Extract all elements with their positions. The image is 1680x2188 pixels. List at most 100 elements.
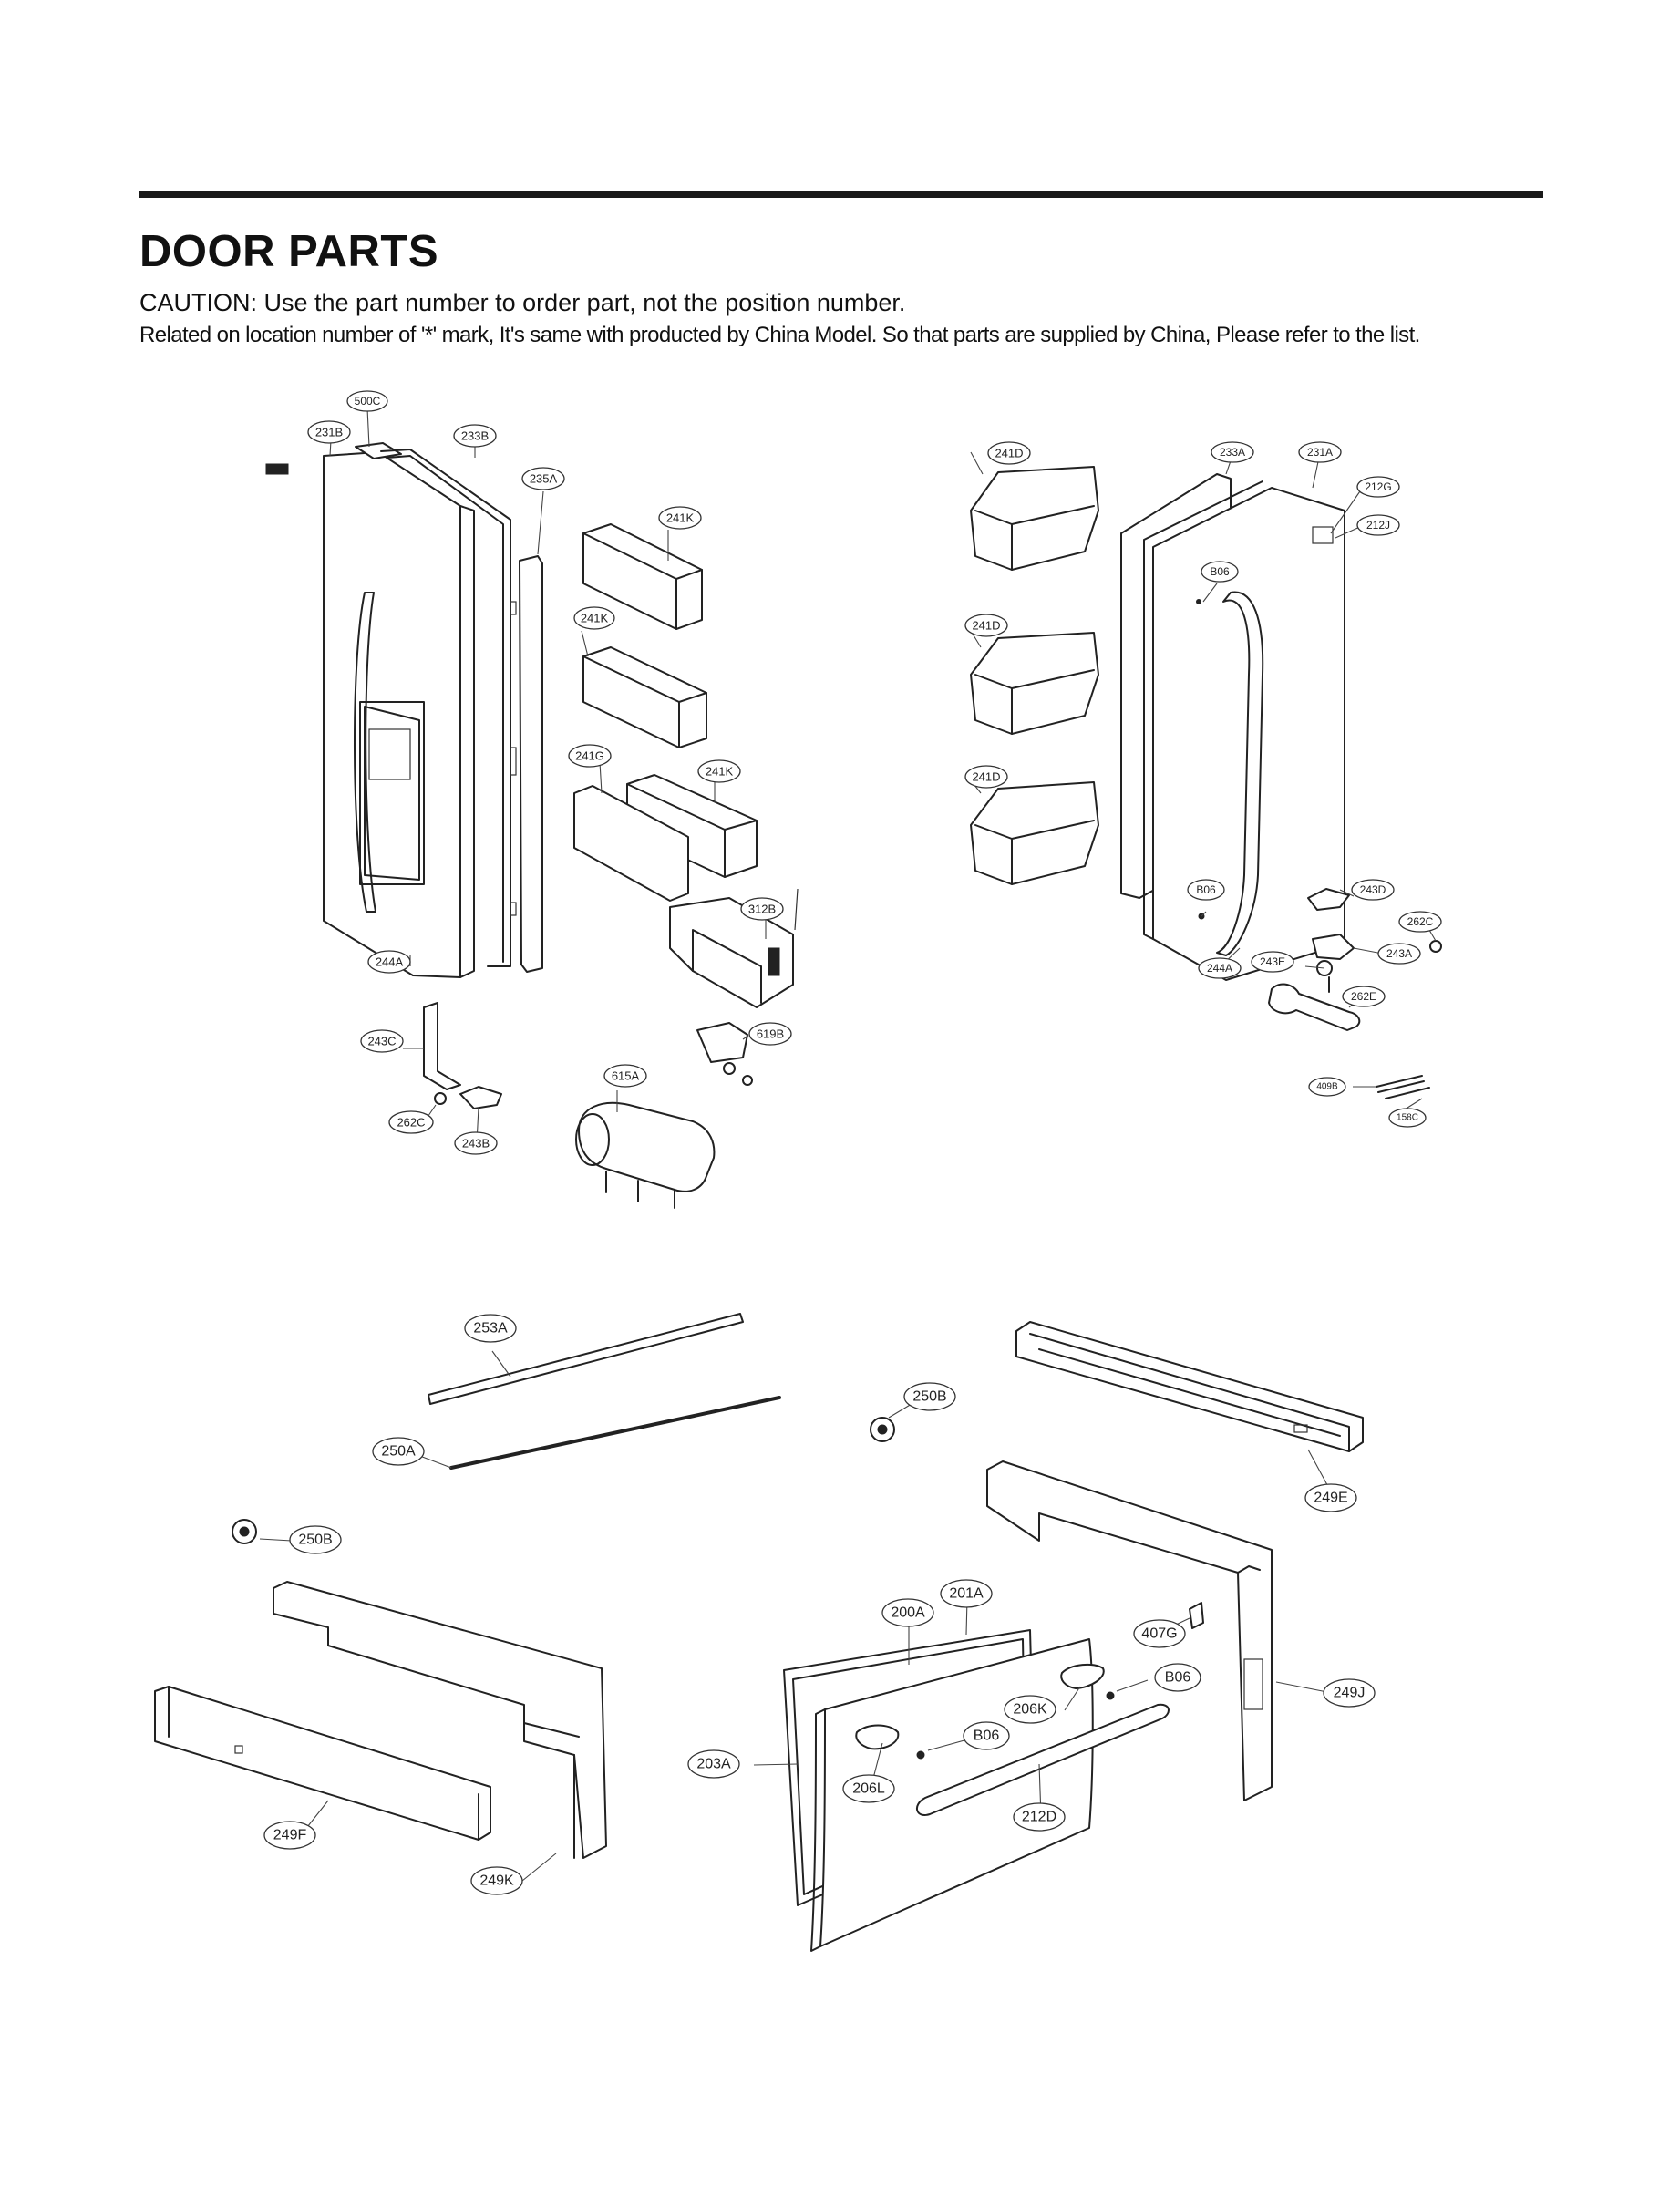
callout-label: 231B <box>315 426 343 439</box>
callout-oval <box>1304 1483 1357 1512</box>
callout-label: 233B <box>461 429 489 443</box>
door-bin-241D-3 <box>970 781 1099 885</box>
callout-label: 241G <box>575 749 604 763</box>
callout-label: 615A <box>612 1069 640 1083</box>
callout-b06_4: B06 <box>963 1721 1010 1750</box>
callout-label: 407G <box>1141 1626 1177 1642</box>
callout-label: 231A <box>1307 446 1333 459</box>
end-cap-206K <box>1060 1663 1105 1689</box>
callout-oval <box>1356 514 1400 536</box>
left-hinge-parts <box>423 1002 502 1109</box>
drawer-handle-212D <box>916 1703 1170 1816</box>
callout-oval <box>1388 1108 1427 1128</box>
callout-label: 409B <box>1316 1082 1338 1092</box>
callout-262c_l: 262C <box>388 1110 434 1134</box>
callout-244a_l: 244A <box>367 950 411 974</box>
callout-619b: 619B <box>748 1022 792 1046</box>
callout-oval <box>360 1029 404 1053</box>
callout-oval <box>1211 441 1254 463</box>
callout-212d: 212D <box>1013 1802 1066 1832</box>
callout-oval <box>1154 1663 1201 1692</box>
callout-label: 241D <box>972 619 1000 633</box>
china-parts-note: Related on location number of '*' mark, … <box>139 323 1420 347</box>
callout-oval <box>940 1579 993 1608</box>
callout-oval <box>964 614 1008 637</box>
callout-label: 250B <box>912 1389 946 1405</box>
drawer-rail-249F <box>154 1686 491 1841</box>
callout-233a: 233A <box>1211 441 1254 463</box>
callout-203a: 203A <box>687 1749 740 1779</box>
callout-243e: 243E <box>1251 951 1294 973</box>
strap-409B <box>1376 1075 1425 1093</box>
callout-oval <box>748 1022 792 1046</box>
callout-label: 241K <box>706 765 734 779</box>
callout-235a: 235A <box>521 467 565 490</box>
dairy-bin-312B <box>669 888 799 1008</box>
callout-label: 262E <box>1351 990 1376 1003</box>
callout-label: 243C <box>367 1035 396 1048</box>
callout-241k_1: 241K <box>658 506 702 530</box>
callout-oval <box>1323 1678 1376 1708</box>
callout-oval <box>1308 1077 1346 1097</box>
callout-241k_2: 241K <box>573 606 615 630</box>
drawer-support-249J <box>986 1460 1273 1801</box>
callout-oval <box>263 1821 316 1850</box>
callout-label: 249E <box>1314 1491 1347 1506</box>
callout-oval <box>658 506 702 530</box>
callout-249k: 249K <box>470 1866 523 1895</box>
door-bin-1 <box>582 523 703 630</box>
callout-249f: 249F <box>263 1821 316 1850</box>
callout-231b: 231B <box>307 420 351 444</box>
callout-250b_1: 250B <box>903 1382 956 1411</box>
callout-label: 243D <box>1360 883 1386 896</box>
callout-oval <box>697 759 741 783</box>
callout-615a: 615A <box>603 1064 647 1088</box>
left-door-assembly <box>265 442 543 978</box>
callout-250b_2: 250B <box>289 1525 342 1554</box>
left-door-bins <box>573 523 799 1008</box>
callout-oval <box>568 744 612 768</box>
callout-label: 500C <box>355 395 381 408</box>
callout-label: 206L <box>852 1781 885 1797</box>
callout-label: 212J <box>1366 519 1390 532</box>
callout-oval <box>470 1866 523 1895</box>
callout-oval <box>1004 1695 1056 1724</box>
callout-oval <box>307 420 351 444</box>
clip-407G <box>1189 1602 1204 1629</box>
callout-200a: 200A <box>881 1598 934 1627</box>
rail-253A <box>428 1313 744 1405</box>
leader-lines <box>259 408 1437 1882</box>
callout-label: 212D <box>1022 1810 1056 1825</box>
door-label-212G <box>1312 526 1334 544</box>
callout-oval <box>687 1749 740 1779</box>
callout-label: B06 <box>1196 883 1216 896</box>
header-rule <box>139 191 1543 198</box>
position-callouts: 500C 231B 233B 235A 241K 241K 241G 241K 312B 244A… <box>263 390 1442 1895</box>
callout-oval <box>454 1131 498 1155</box>
left-door-panel <box>323 451 461 978</box>
callout-label: 158C <box>1397 1113 1418 1123</box>
valve-619B <box>696 1022 748 1063</box>
callout-212g: 212G <box>1356 476 1400 498</box>
shaft-250A <box>449 1396 781 1470</box>
callout-206k: 206K <box>1004 1695 1056 1724</box>
washer <box>434 1092 447 1105</box>
marker-tag <box>265 463 289 475</box>
top-cap <box>355 442 402 459</box>
hinge-243D <box>1307 888 1350 911</box>
callout-oval <box>453 424 497 448</box>
callout-233b: 233B <box>453 424 497 448</box>
door-bin-241D-1 <box>970 466 1099 571</box>
callout-label: 249K <box>479 1873 514 1889</box>
callout-label: 241K <box>666 511 695 525</box>
callout-312b: 312B <box>740 897 784 921</box>
callout-231a: 231A <box>1298 441 1342 463</box>
callout-label: 203A <box>696 1757 731 1772</box>
door-bin-2 <box>582 646 707 748</box>
callout-oval <box>573 606 615 630</box>
callout-oval <box>987 441 1031 465</box>
callout-243c: 243C <box>360 1029 404 1053</box>
callout-label: 233A <box>1220 446 1245 459</box>
callout-241k_3: 241K <box>697 759 741 783</box>
